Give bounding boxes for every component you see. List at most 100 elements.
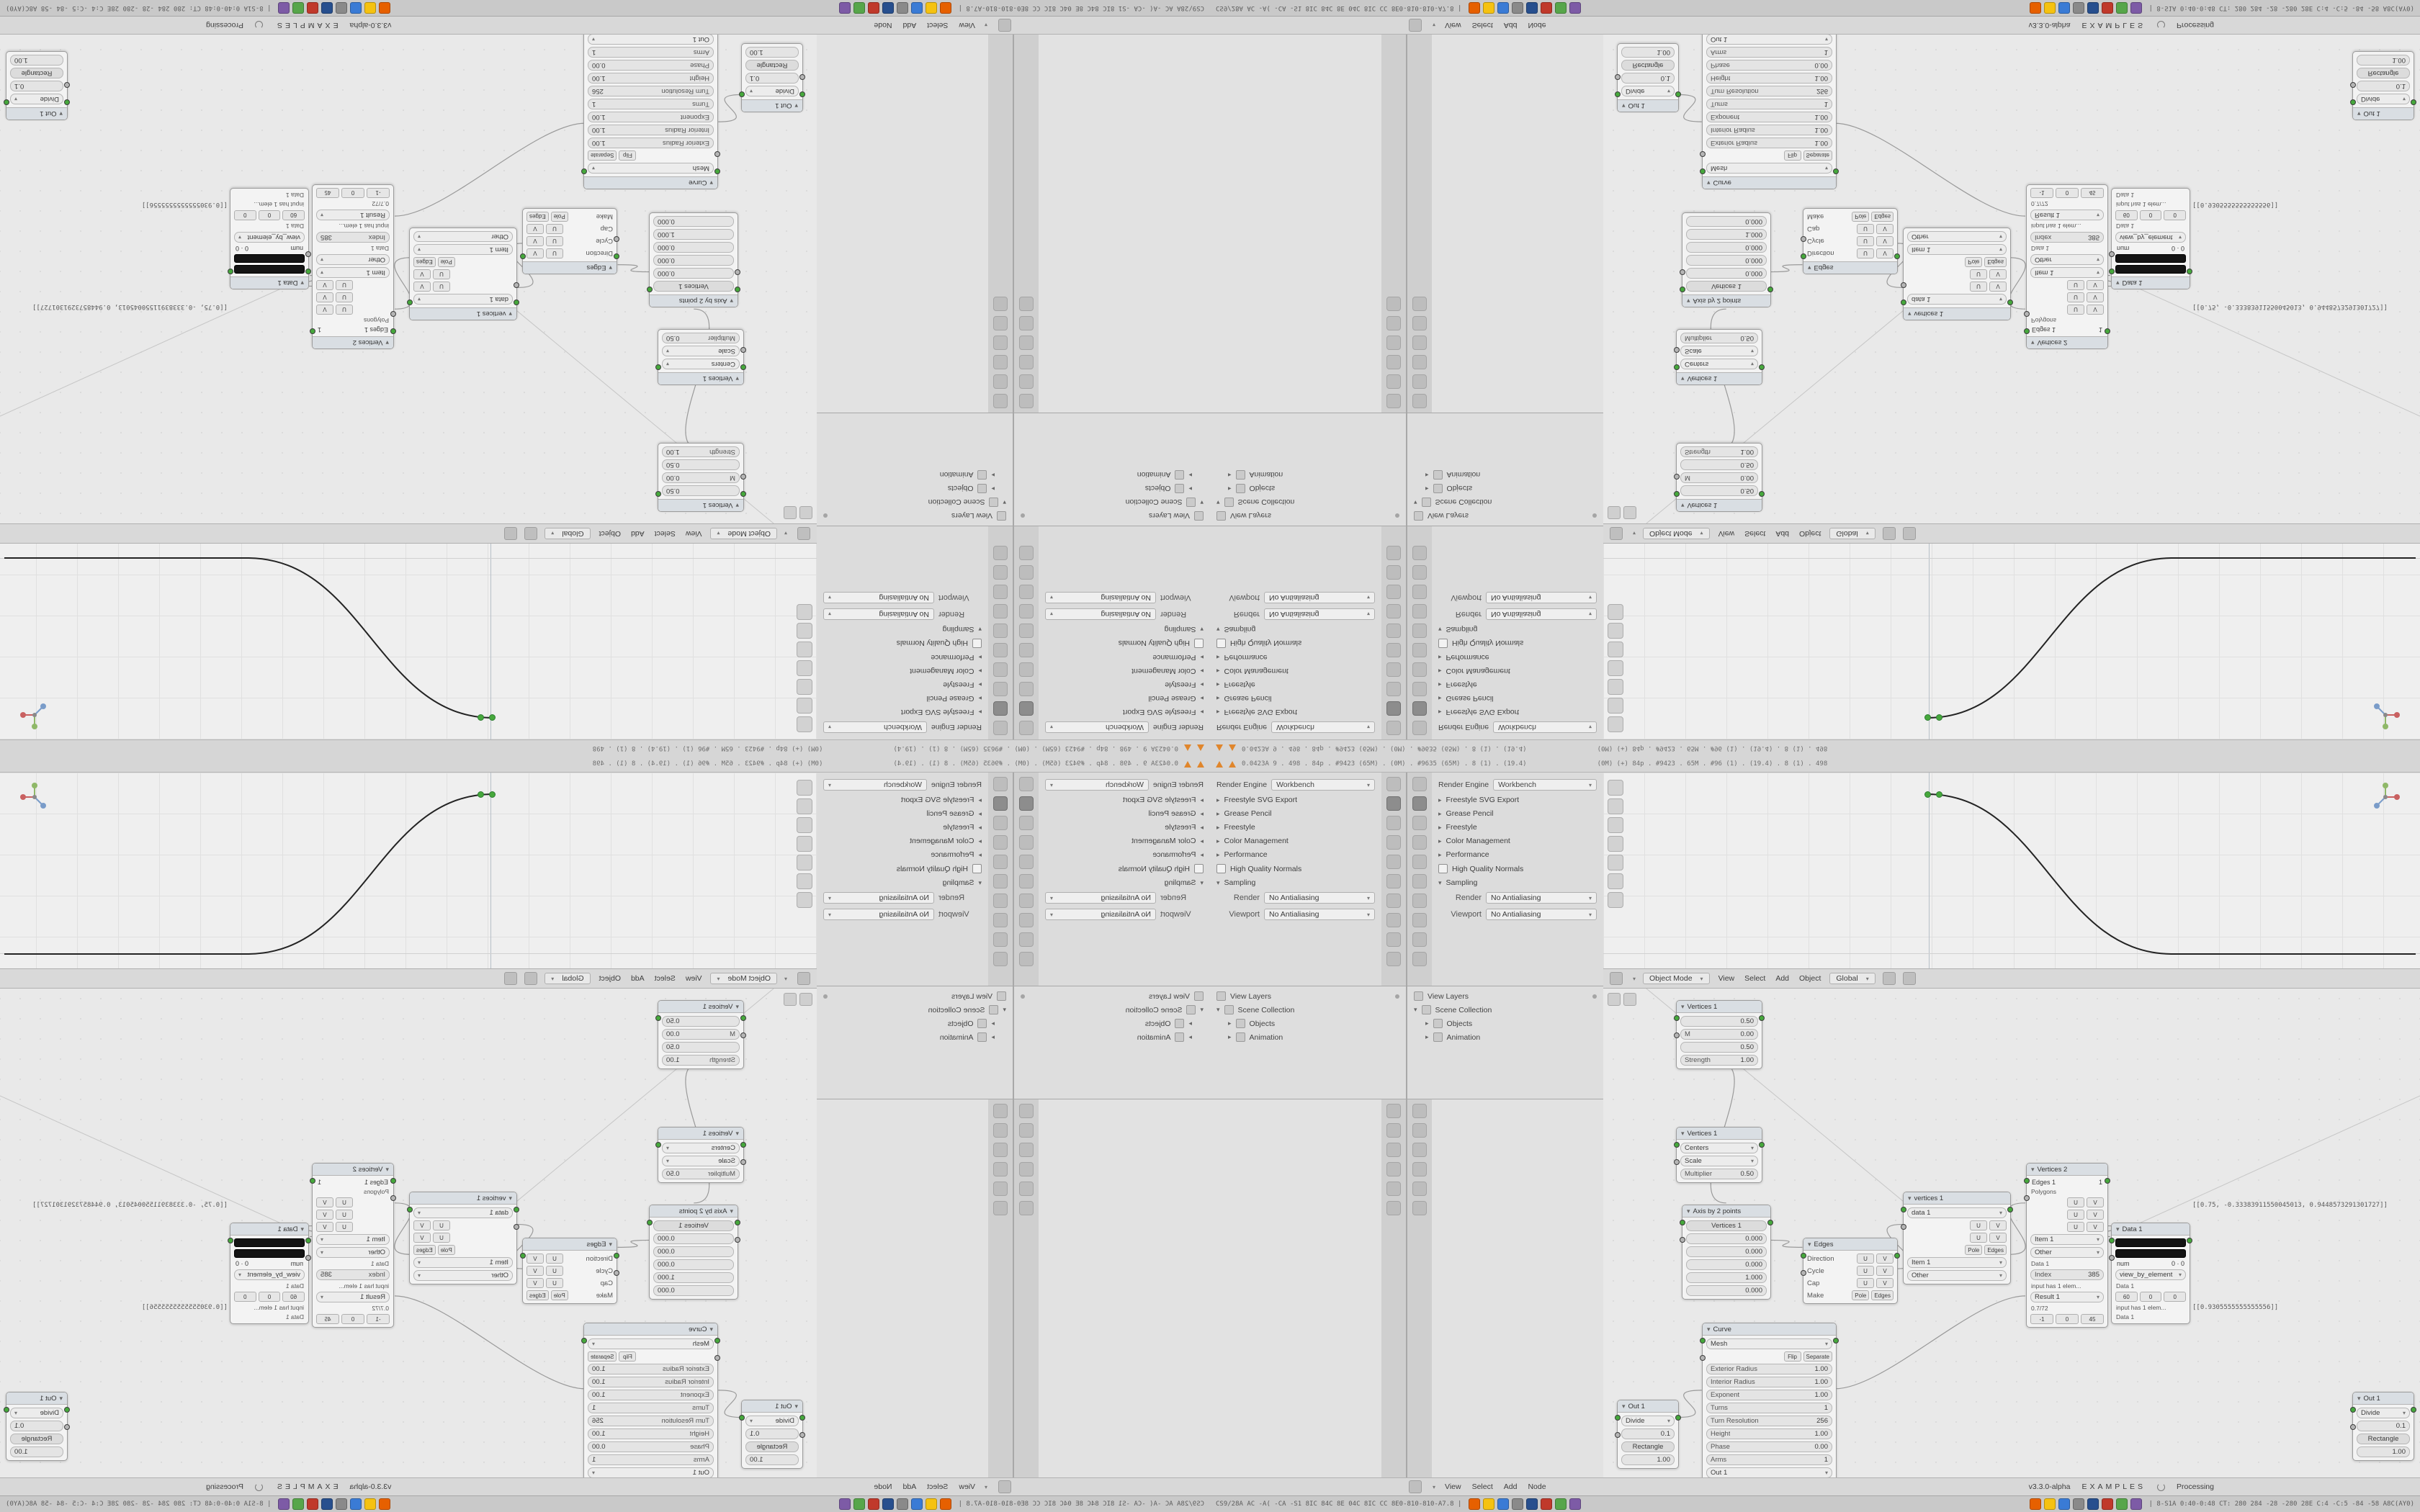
properties-tab-icon[interactable] [1386, 394, 1401, 408]
properties-tab-tool-icon[interactable] [1412, 721, 1427, 735]
render-engine-dropdown[interactable]: Workbench ▾ [1493, 779, 1597, 791]
properties-tab-icon[interactable] [993, 316, 1008, 330]
node-toggle-button[interactable]: V [316, 292, 333, 302]
output-socket[interactable] [2187, 1238, 2192, 1243]
input-socket[interactable] [740, 1032, 746, 1038]
node-field[interactable]: 0.000 [653, 268, 734, 279]
node-dropdown[interactable]: Result 1▾ [316, 210, 390, 220]
properties-tab-tool-icon[interactable] [1412, 777, 1427, 791]
taskbar-app-icon[interactable] [2029, 2, 2041, 14]
curve-point-marker[interactable] [489, 791, 496, 798]
node-button[interactable]: 60 [2115, 1292, 2138, 1302]
node-field[interactable]: 0.1 [1621, 73, 1675, 84]
node-dropdown[interactable]: Result 1▾ [316, 1292, 390, 1302]
node-field[interactable]: 0.000 [1686, 1233, 1767, 1244]
node-field[interactable]: 0.000 [653, 242, 734, 253]
node-dropdown[interactable]: Out 1▾ [588, 1467, 714, 1477]
render-aa-dropdown[interactable]: No Antialiasing ▾ [823, 892, 934, 904]
node-toggle-button[interactable]: U [1857, 1254, 1874, 1264]
3d-viewport[interactable] [1603, 773, 2420, 969]
properties-section[interactable]: ▸Freestyle [1216, 823, 1375, 832]
output-socket[interactable] [520, 253, 526, 259]
input-socket[interactable] [1674, 474, 1680, 480]
node-button[interactable]: 45 [316, 188, 339, 198]
node-toggle-button[interactable]: U [336, 1210, 353, 1220]
properties-section[interactable]: ▸Freestyle SVG Export [823, 796, 982, 804]
node-dropdown[interactable]: data 1▾ [1907, 294, 2007, 305]
properties-tab-icon[interactable] [1019, 374, 1034, 389]
node-toggle-button[interactable]: Edges [1871, 212, 1894, 222]
properties-tab-icon[interactable] [1386, 374, 1401, 389]
menu-add[interactable]: Add [1775, 529, 1790, 538]
editor-corner-icon[interactable] [1608, 506, 1621, 519]
navigation-gizmo[interactable] [2370, 781, 2401, 813]
node-header[interactable]: ▾Edges [523, 261, 617, 274]
node-toggle-button[interactable]: U [1970, 1233, 1987, 1243]
outliner-header[interactable]: View Layers [1216, 991, 1399, 1001]
node-toggle-button[interactable]: V [1989, 1233, 2007, 1243]
properties-tab-render-icon[interactable] [1412, 796, 1427, 811]
properties-tab-scene-icon[interactable] [1386, 855, 1401, 869]
node-toggle-button[interactable]: V [1876, 1254, 1894, 1264]
move-tool-button[interactable] [1608, 679, 1623, 695]
properties-section[interactable]: ▸Freestyle [1438, 823, 1597, 832]
node-field[interactable]: 0.000 [1686, 255, 1767, 266]
properties-tab-physics-icon[interactable] [993, 565, 1008, 580]
output-socket[interactable] [1767, 1220, 1773, 1225]
node-menu-node[interactable]: Node [1528, 21, 1546, 30]
node-button[interactable]: 0 [2164, 210, 2187, 220]
outliner-header[interactable]: View Layers [823, 511, 1006, 521]
node-toggle-button[interactable]: U [546, 248, 563, 258]
menu-add[interactable]: Add [630, 974, 645, 983]
properties-tab-icon[interactable] [1412, 1123, 1427, 1138]
node-toggle-button[interactable]: V [413, 269, 431, 279]
input-socket[interactable] [390, 1195, 396, 1201]
node-toggle-button[interactable]: Pole [1852, 212, 1870, 222]
node-menu-node[interactable]: Node [1528, 1482, 1546, 1491]
properties-tab-icon[interactable] [1386, 1123, 1401, 1138]
input-socket[interactable] [1801, 253, 1806, 259]
input-socket[interactable] [64, 82, 70, 88]
properties-tab-icon[interactable] [993, 394, 1008, 408]
input-socket[interactable] [614, 1270, 619, 1276]
editor-corner-icon[interactable] [784, 506, 797, 519]
node-dropdown[interactable]: Other▾ [413, 1270, 513, 1281]
properties-tab-object-icon[interactable] [1019, 894, 1034, 908]
taskbar-app-icon[interactable] [278, 1498, 290, 1510]
editor-type-icon[interactable] [1610, 972, 1623, 985]
properties-tab-modifiers-icon[interactable] [1412, 913, 1427, 927]
render-aa-dropdown[interactable]: No Antialiasing ▾ [1486, 608, 1597, 620]
node-button[interactable]: 45 [316, 1314, 339, 1324]
transform-tool-button[interactable] [797, 873, 812, 889]
taskbar-app-icon[interactable] [336, 1498, 348, 1510]
node-header[interactable]: ▾Out 1 [2353, 107, 2414, 120]
properties-section[interactable]: ▸Color Management [1045, 667, 1204, 675]
input-socket[interactable] [390, 328, 396, 334]
navigation-gizmo[interactable] [19, 781, 50, 813]
taskbar-app-icon[interactable] [1483, 2, 1495, 14]
node-dropdown[interactable]: data 1▾ [413, 294, 513, 305]
node-toggle-button[interactable]: U [2067, 1222, 2084, 1232]
taskbar-app-icon[interactable] [910, 1498, 923, 1510]
taskbar-app-icon[interactable] [364, 2, 377, 14]
transform-tool-button[interactable] [797, 623, 812, 639]
properties-tab-icon[interactable] [1386, 1104, 1401, 1118]
node-button[interactable]: 0 [258, 210, 281, 220]
editor-corner-icon[interactable] [1608, 993, 1621, 1006]
sampling-section[interactable]: ▾Sampling [1045, 878, 1204, 887]
output-socket[interactable] [647, 1220, 653, 1225]
node-toggle-button[interactable]: Pole [550, 212, 568, 222]
input-socket[interactable] [1674, 1159, 1680, 1165]
taskbar-app-icon[interactable] [2043, 1498, 2056, 1510]
render-engine-dropdown[interactable]: Workbench ▾ [823, 721, 927, 733]
